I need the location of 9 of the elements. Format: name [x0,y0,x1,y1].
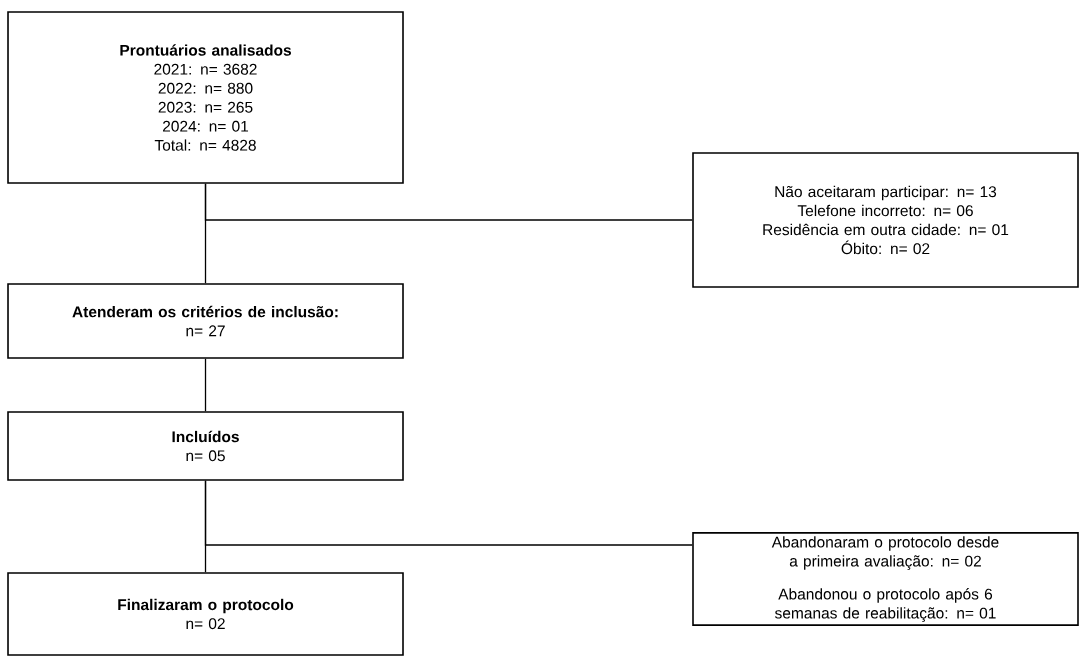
process-box: Incluídos n= 05 [7,411,404,481]
process-box: Não aceitaram participar: n= 13 Telefone incorreto: n= 06 Residência em outra cidade: n= 01 Óbito: n= 02 [692,152,1079,288]
process-box: Atenderam os critérios de inclusão: n= 27 [7,283,404,359]
connector-line [204,358,207,412]
process-box: Finalizaram o protocolo n= 02 [7,572,404,656]
connector-line [204,480,693,546]
process-box: Prontuários analisados 2021: n= 3682 2022: n= 880 2023: n= 265 2024: n= 01 Total: n= 4828 [7,11,404,184]
process-box: Abandonaram o protocolo desde a primeira avaliação: n= 02 Abandonou o protocolo após 6 semanas de reabilitação: n= 01 [692,532,1079,626]
connector-line [204,183,693,221]
